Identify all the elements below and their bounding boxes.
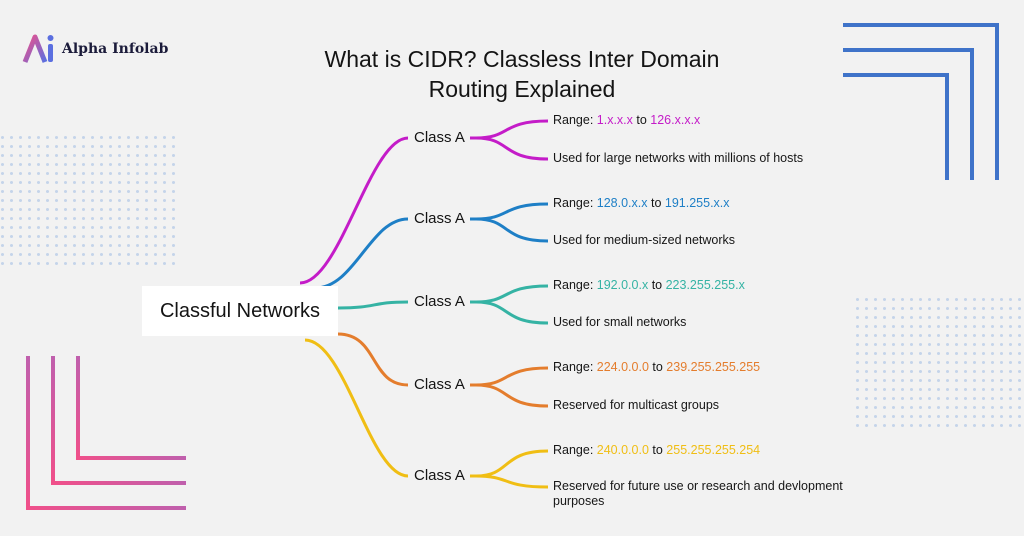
leaf-connector [475,136,549,161]
range-start: 192.0.0.x [596,278,649,292]
class-node-label: Class A [414,129,465,146]
brand-name: Alpha Infolab [62,41,169,57]
range-leaf: Range: 128.0.x.x to 191.255.x.x [553,196,730,211]
leaf-connector [475,366,549,387]
range-leaf: Range: 240.0.0.0 to 255.255.255.254 [553,443,760,458]
root-node: Classful Networks [142,286,338,336]
leaf-connector [475,119,549,140]
range-separator: to [648,360,667,374]
corner-lines-top-right [843,23,999,180]
range-separator: to [648,278,666,292]
range-end: 239.255.255.255 [666,360,761,374]
branch-connector [314,217,409,290]
description-leaf: Reserved for future use or research and … [553,479,843,508]
leaf-connector [475,202,549,221]
leaf-connector [475,383,549,408]
class-node-label: Class A [414,376,465,393]
description-leaf: Used for small networks [553,315,687,329]
range-end: 126.x.x.x [650,113,701,127]
range-prefix: Range: [553,360,597,374]
branch-connector [337,332,409,387]
ai-monogram-icon [22,34,54,63]
range-prefix: Range: [553,443,597,457]
range-end: 223.255.255.x [665,278,745,292]
range-prefix: Range: [553,196,597,210]
range-separator: to [632,113,651,127]
page-title: What is CIDR? Classless Inter Domain Rou… [324,46,720,102]
dot-pattern-left [0,132,176,270]
range-start: 224.0.0.0 [596,360,649,374]
class-node-label: Class A [414,293,465,310]
range-start: 1.x.x.x [596,113,633,127]
leaf-connector [475,217,549,243]
tree-links [299,119,549,489]
class-node-label: Class A [414,467,465,484]
description-leaf: Used for medium-sized networks [553,233,736,247]
corner-lines-bottom-left [26,356,186,510]
range-prefix: Range: [553,113,597,127]
range-separator: to [648,443,667,457]
description-leaf: Used for large networks with millions of… [553,151,804,165]
range-leaf: Range: 224.0.0.0 to 239.255.255.255 [553,360,760,375]
range-end: 191.255.x.x [664,196,730,210]
brand-logo: Alpha Infolab [22,34,168,64]
range-leaf: Range: 192.0.0.x to 223.255.255.x [553,278,745,293]
branch-connector [304,338,409,478]
description-leaf: Reserved for multicast groups [553,398,720,412]
range-start: 128.0.x.x [596,196,648,210]
range-end: 255.255.255.254 [666,443,761,457]
dot-pattern-right [856,292,1024,428]
branch-connector [337,300,409,310]
range-separator: to [647,196,665,210]
leaf-connector [475,474,549,489]
class-node-label: Class A [414,210,465,227]
range-prefix: Range: [553,278,597,292]
range-start: 240.0.0.0 [596,443,649,457]
leaf-connector [475,300,549,325]
leaf-connector [475,449,549,478]
leaf-connector [475,284,549,304]
range-leaf: Range: 1.x.x.x to 126.x.x.x [553,113,700,128]
branch-connector [299,136,409,285]
root-node-label: Classful Networks [159,299,321,322]
